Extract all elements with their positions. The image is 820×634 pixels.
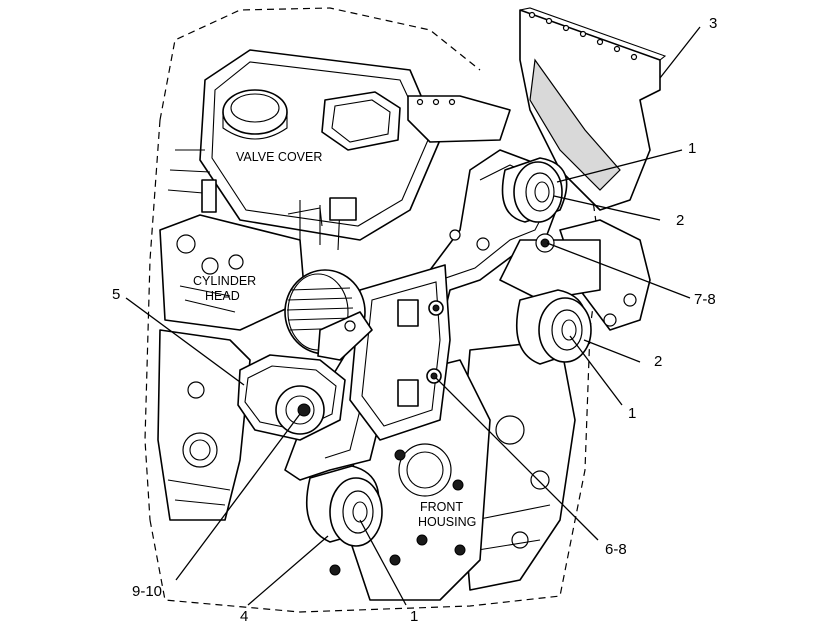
belt-tensioner bbox=[237, 311, 373, 441]
callout-1-top: 1 bbox=[688, 140, 696, 157]
callout-2-middle: 2 bbox=[654, 353, 662, 370]
callout-2-top: 2 bbox=[676, 212, 684, 229]
callout-5: 5 bbox=[112, 286, 120, 303]
lower-block bbox=[157, 329, 576, 591]
cylinder-head-label-line1: CYLINDER bbox=[193, 274, 256, 288]
callout-4: 4 bbox=[240, 608, 248, 625]
valve-cover-label: VALVE COVER bbox=[236, 150, 322, 164]
tensioner-plate bbox=[349, 264, 451, 441]
callout-1-bottom: 1 bbox=[410, 608, 418, 625]
idler-pulley-top bbox=[501, 157, 568, 223]
callout-6-8: 6-8 bbox=[605, 541, 627, 558]
callout-3: 3 bbox=[709, 15, 717, 32]
front-housing-label-line2: HOUSING bbox=[418, 515, 476, 529]
front-housing-label-line1: FRONT bbox=[420, 500, 463, 514]
callout-9-10: 9-10 bbox=[132, 583, 162, 600]
valve-cover bbox=[167, 49, 441, 251]
callout-7-8: 7-8 bbox=[694, 291, 716, 308]
idler-pulley-middle bbox=[516, 289, 592, 365]
leader-lines bbox=[125, 26, 701, 606]
cylinder-head-label-line2: HEAD bbox=[205, 289, 240, 303]
idler-pulley-bottom bbox=[306, 465, 383, 547]
callout-1-middle: 1 bbox=[628, 405, 636, 422]
